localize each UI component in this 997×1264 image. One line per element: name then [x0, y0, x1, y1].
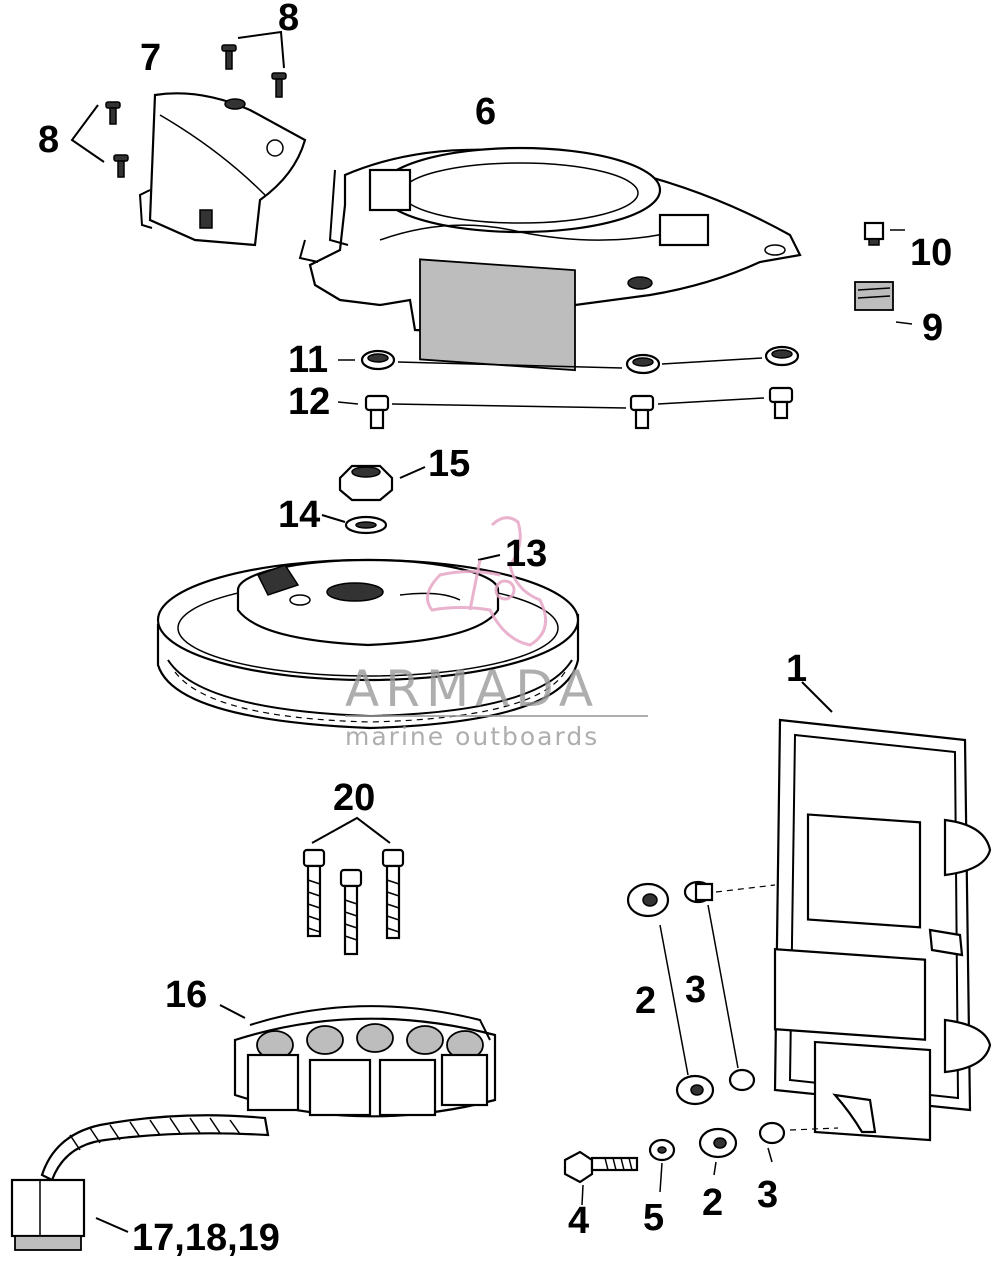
part-14-washer: [321, 514, 388, 535]
part-6-flywheel-cover: [298, 146, 802, 372]
callout-13: 13: [505, 533, 547, 575]
callout-14: 14: [278, 494, 320, 536]
callout-8-left: 8: [38, 119, 59, 161]
part-12-bolts: [337, 386, 794, 430]
callout-8-top: 8: [278, 0, 299, 39]
part-4-bolt: [563, 1150, 639, 1206]
part-16-stator: [219, 1004, 497, 1118]
callout-11: 11: [288, 339, 328, 381]
callout-20: 20: [333, 777, 375, 819]
callout-3-lower: 3: [757, 1174, 778, 1216]
part-20-screws: [302, 816, 405, 956]
callout-9: 9: [922, 307, 943, 349]
callout-2-upper: 2: [635, 980, 656, 1022]
watermark-brand: ARMADA: [345, 660, 599, 718]
part-5-washer: [648, 1138, 676, 1193]
part-8-screws: [70, 30, 287, 178]
callout-17-18-19: 17,18,19: [132, 1217, 280, 1259]
callout-6: 6: [475, 91, 496, 133]
callout-1: 1: [786, 648, 807, 690]
callout-4: 4: [568, 1200, 589, 1242]
part-1-module: [773, 681, 992, 1142]
watermark-tagline: marine outboards: [345, 722, 599, 751]
callout-3-upper: 3: [685, 969, 706, 1011]
callout-12: 12: [288, 381, 330, 423]
armada-logo-icon: [426, 516, 548, 647]
callout-16: 16: [165, 974, 207, 1016]
callout-10: 10: [910, 232, 952, 274]
callout-7: 7: [140, 37, 161, 79]
part-17-18-19-harness: [10, 1114, 270, 1251]
part-2-3-grommets: [626, 880, 839, 1176]
part-7-cover: [138, 92, 307, 247]
part-9-10-small-parts: [854, 221, 913, 325]
callout-15: 15: [428, 443, 470, 485]
callout-5: 5: [643, 1197, 664, 1239]
part-15-nut: [338, 464, 426, 502]
callout-2-lower: 2: [702, 1182, 723, 1224]
part-11-grommets: [338, 345, 800, 375]
watermark: ARMADA marine outboards: [345, 516, 648, 751]
